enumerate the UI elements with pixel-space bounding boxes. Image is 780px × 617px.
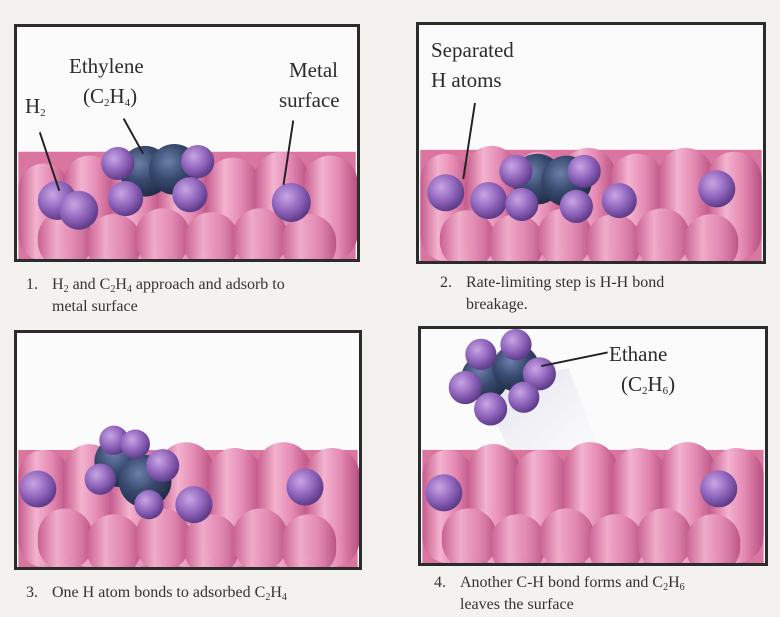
panel-4-illustration [421, 329, 765, 563]
panel-4-ethane-release: Ethane (C2H6) [418, 326, 768, 566]
caption-2: 2.Rate-limiting step is H-H bond breakag… [440, 272, 770, 316]
h-atom [602, 183, 637, 218]
label-ethane-formula: (C2H6) [621, 373, 675, 395]
label-ethylene-formula: (C2H4) [83, 85, 137, 107]
caption-1: 1.H2 and C2H4 approach and adsorb to met… [26, 274, 366, 318]
h-atom [175, 486, 212, 523]
label-metal: Metal [289, 59, 338, 81]
caption-3: 3.One H atom bonds to adsorbed C2H4 [26, 582, 366, 604]
h-atom [698, 170, 735, 207]
panel-3-h-bonding [14, 330, 362, 570]
h-atom [286, 469, 323, 506]
h-atom [425, 474, 462, 511]
leader-line [541, 352, 607, 366]
panel-3-illustration [17, 333, 359, 567]
label-separated: Separated [431, 39, 514, 61]
label-h2: H2 [25, 95, 46, 117]
label-ethane: Ethane [609, 343, 667, 365]
metal-atom-marker [272, 183, 311, 222]
label-h-atoms: H atoms [431, 69, 502, 91]
h-atom [700, 470, 737, 507]
separated-h-atom [470, 182, 507, 219]
panel-1-adsorption: H2 Ethylene (C2H4) Metal surface [14, 24, 360, 262]
caption-4: 4.Another C-H bond forms and C2H6 leaves… [434, 572, 774, 616]
label-surface: surface [279, 89, 340, 111]
h-atom [19, 470, 56, 507]
label-ethylene: Ethylene [69, 55, 144, 77]
panel-2-bond-breakage: Separated H atoms [416, 22, 766, 264]
separated-h-atom [427, 174, 464, 211]
